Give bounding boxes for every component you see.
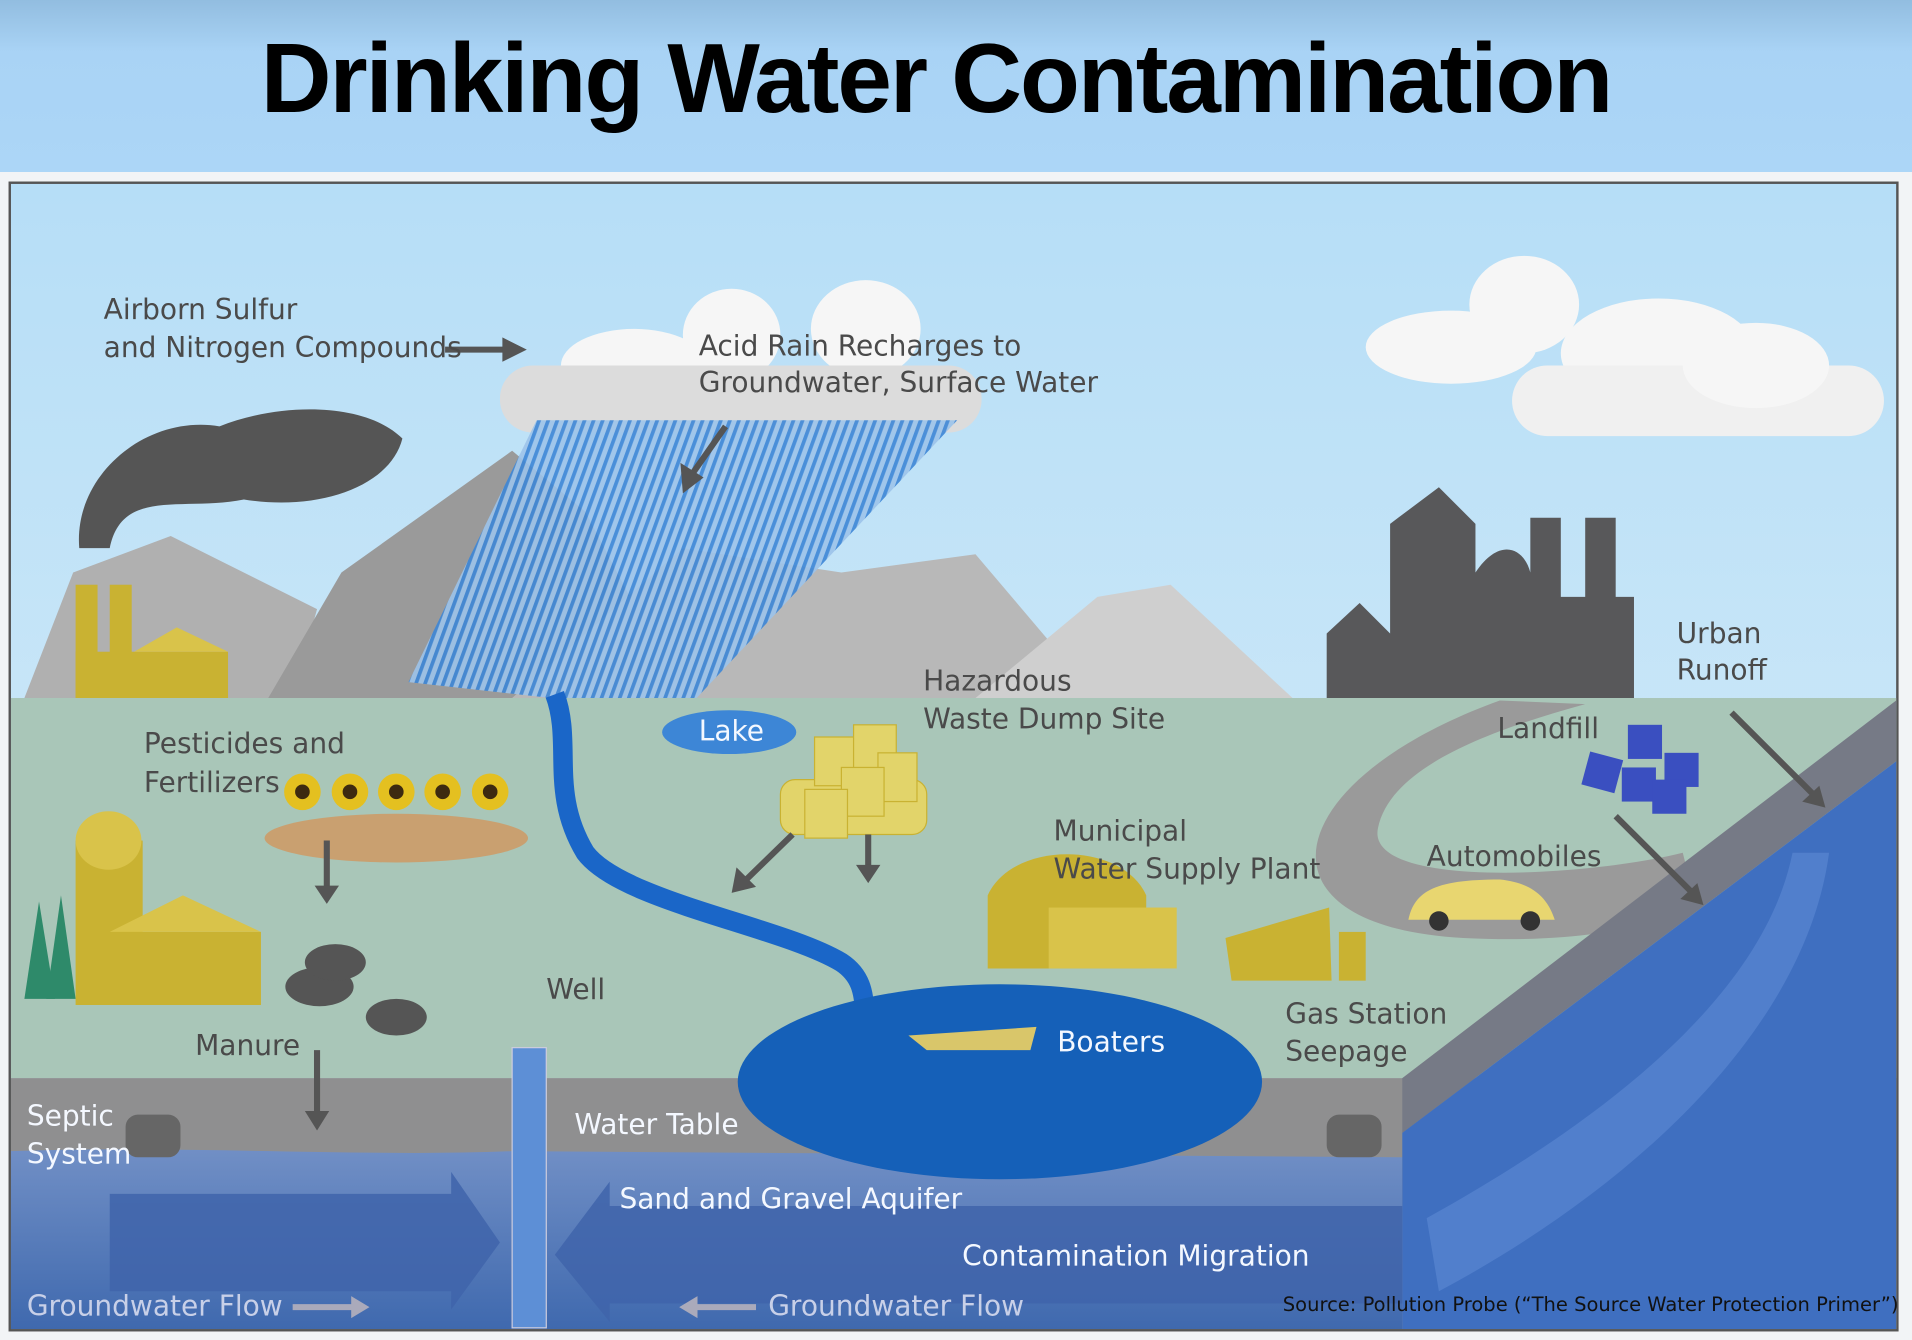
label-groundwater-flow-right: Groundwater Flow [768,1290,1024,1323]
acid-rain [408,420,958,713]
factory [75,409,403,699]
septic-tank [125,1114,181,1158]
source-citation: Source: Pollution Probe (“The Source Wat… [1283,1293,1899,1316]
septic-tank [1326,1114,1382,1158]
label-water-table: Water Table [574,1108,738,1141]
label-landfill: Landfill [1497,712,1599,745]
gas-station [1225,907,1366,981]
label-contamination-migration: Contamination Migration [962,1240,1309,1273]
page-title: Drinking Water Contamination [260,23,1614,133]
title-bar: Drinking Water Contamination [0,0,1912,172]
label-boaters: Boaters [1057,1025,1165,1058]
label-aquifer: Sand and Gravel Aquifer [619,1182,962,1215]
pond [737,984,1263,1180]
city-skyline [1326,487,1634,699]
label-well: Well [546,973,605,1006]
label-lake: Lake [699,715,764,748]
well [511,1047,547,1329]
boat-icon [908,1026,1037,1051]
clouds [499,255,1884,437]
car-icon [1408,879,1555,931]
groundwater-flow-arrows [109,1171,1403,1322]
contamination-arrows [292,337,1826,1319]
hazardous-waste-barrels [779,724,928,839]
label-groundwater-flow-left: Groundwater Flow [27,1290,283,1323]
lake [662,710,797,755]
water-supply-plant [987,854,1177,969]
label-manure: Manure [195,1029,300,1062]
road [1315,700,1695,940]
landfill-cubes [1581,724,1699,814]
label-automobiles: Automobiles [1427,840,1602,873]
shore-slope [1402,700,1897,1133]
farm [24,773,528,1036]
river [545,690,886,1055]
